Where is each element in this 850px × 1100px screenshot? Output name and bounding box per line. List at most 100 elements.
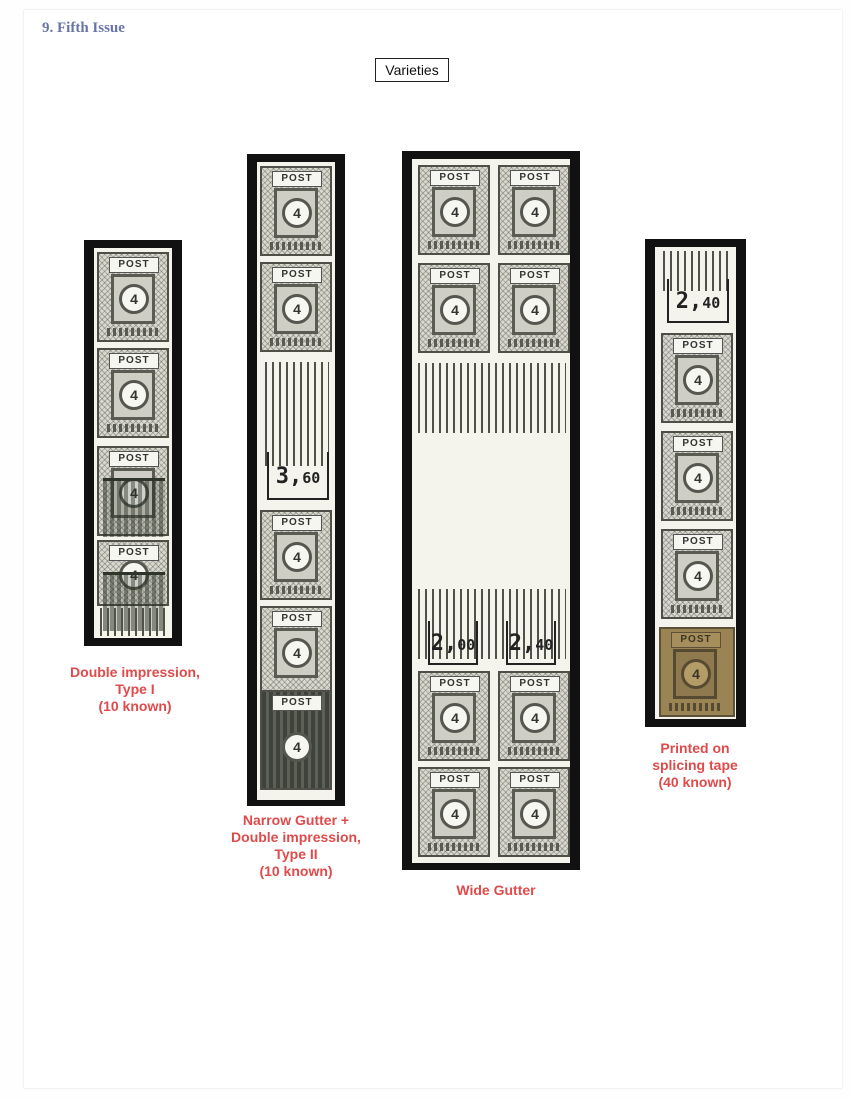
- stamp: POST 4: [418, 165, 490, 255]
- gutter-lines-bottom: [418, 589, 566, 659]
- stamp: POST 4: [418, 767, 490, 857]
- gutter-value-box: 3,60: [267, 452, 329, 500]
- stamp-ornament: [270, 242, 322, 250]
- stamp: POST 4: [498, 165, 570, 255]
- stamp-post-label: POST: [430, 268, 480, 284]
- stamp: POST 4: [260, 606, 332, 696]
- stamp: POST 4: [498, 263, 570, 353]
- stamp: POST 4: [498, 671, 570, 761]
- stamp-double-impression: POST 4: [260, 690, 332, 790]
- stamp-ornament: [508, 843, 560, 851]
- margin-lines: [100, 608, 166, 636]
- strip-double-impression-type-1: POST 4 POST 4 POST 4 POST 4: [84, 240, 182, 646]
- stamp-post-label: POST: [272, 515, 322, 531]
- gutter-lines-top: [418, 363, 566, 433]
- stamp-post-label: POST: [510, 676, 560, 692]
- stamp-on-splicing-tape: POST 4: [659, 627, 735, 717]
- stamp-ornament: [428, 843, 480, 851]
- stamp: POST 4: [661, 431, 733, 521]
- gutter-value-box-right: 2,40: [506, 621, 556, 665]
- stamp-post-label: POST: [272, 611, 322, 627]
- stamp-denomination: 4: [282, 198, 312, 228]
- varieties-heading-box: Varieties: [375, 58, 449, 82]
- stamp-post-label: POST: [109, 451, 159, 467]
- stamp-ornament: [428, 747, 480, 755]
- stamp: POST 4: [97, 348, 169, 438]
- caption-narrow-gutter-double-impression: Narrow Gutter + Double impression, Type …: [231, 812, 361, 879]
- strip-narrow-gutter-double-impression: POST 4 POST 4 3,60 POST 4 POST 4 POST 4: [247, 154, 345, 806]
- stamp-denomination: 4: [683, 463, 713, 493]
- stamp: POST 4: [260, 166, 332, 256]
- stamp: POST 4: [418, 263, 490, 353]
- stamp: POST 4: [97, 252, 169, 342]
- stamp-post-label: POST: [109, 353, 159, 369]
- stamp-post-label: POST: [671, 632, 721, 648]
- stamp-ornament: [428, 339, 480, 347]
- stamp-denomination: 4: [440, 799, 470, 829]
- stamp-denomination: 4: [119, 478, 149, 508]
- stamp: POST 4: [418, 671, 490, 761]
- stamp: POST 4: [260, 262, 332, 352]
- margin-lines: [663, 251, 731, 291]
- stamp-denomination: 4: [520, 703, 550, 733]
- stamp-ornament: [428, 241, 480, 249]
- stamp-ornament: [508, 747, 560, 755]
- stamp-double-impression: POST 4: [97, 446, 169, 537]
- section-title: 9. Fifth Issue: [42, 20, 125, 36]
- stamp-ornament: [508, 339, 560, 347]
- stamp-denomination: 4: [282, 638, 312, 668]
- stamp-post-label: POST: [109, 257, 159, 273]
- stamp-frame: [111, 468, 155, 518]
- stamp-ornament: [671, 507, 723, 515]
- stamp-post-label: POST: [272, 171, 322, 187]
- stamp: POST 4: [661, 333, 733, 423]
- stamp: POST 4: [661, 529, 733, 619]
- stamp-post-label: POST: [510, 170, 560, 186]
- stamp-ornament: [107, 424, 159, 432]
- stamp-ornament: [671, 605, 723, 613]
- stamp-ornament: [671, 409, 723, 417]
- stamp-ornament: [508, 241, 560, 249]
- stamp-denomination: 4: [119, 560, 149, 590]
- stamp-post-label: POST: [109, 545, 159, 561]
- stamp-denomination: 4: [681, 659, 711, 689]
- stamp-denomination: 4: [440, 295, 470, 325]
- stamp-post-label: POST: [510, 772, 560, 788]
- stamp-post-label: POST: [673, 436, 723, 452]
- stamp-post-label: POST: [430, 772, 480, 788]
- stamp-denomination: 4: [119, 284, 149, 314]
- stamp-post-label: POST: [272, 267, 322, 283]
- stamp-denomination: 4: [520, 799, 550, 829]
- stamp-denomination: 4: [440, 197, 470, 227]
- gutter-value-box-left: 2,00: [428, 621, 478, 665]
- stamp-denomination: 4: [282, 542, 312, 572]
- stamp-post-label: POST: [430, 676, 480, 692]
- block-wide-gutter: POST 4 POST 4 POST 4 POST 4 2,00 2,40 PO…: [402, 151, 580, 870]
- strip-splicing-tape: 2,40 POST 4 POST 4 POST 4 POST 4: [645, 239, 746, 727]
- stamp-post-label: POST: [673, 338, 723, 354]
- stamp-double-impression: POST 4: [97, 540, 169, 631]
- stamp-denomination: 4: [440, 703, 470, 733]
- stamp-post-label: POST: [673, 534, 723, 550]
- stamp-denomination: 4: [683, 561, 713, 591]
- stamp-post-label: POST: [430, 170, 480, 186]
- stamp-denomination: 4: [520, 197, 550, 227]
- stamp-ornament: [107, 328, 159, 336]
- caption-wide-gutter: Wide Gutter: [456, 882, 536, 898]
- caption-splicing-tape: Printed on splicing tape (40 known): [652, 740, 738, 790]
- stamp-post-label: POST: [510, 268, 560, 284]
- stamp: POST 4: [498, 767, 570, 857]
- margin-value-box: 2,40: [667, 279, 729, 323]
- stamp-denomination: 4: [520, 295, 550, 325]
- stamp: POST 4: [260, 510, 332, 600]
- stamp-post-label: POST: [272, 695, 322, 711]
- stamp-ornament: [270, 586, 322, 594]
- gutter-lines: [265, 362, 329, 466]
- stamp-denomination: 4: [683, 365, 713, 395]
- stamp-ornament: [669, 703, 721, 711]
- caption-double-impression-type-1: Double impression, Type I (10 known): [70, 664, 200, 714]
- stamp-denomination: 4: [282, 732, 312, 762]
- stamp-ornament: [270, 338, 322, 346]
- stamp-denomination: 4: [282, 294, 312, 324]
- stamp-denomination: 4: [119, 380, 149, 410]
